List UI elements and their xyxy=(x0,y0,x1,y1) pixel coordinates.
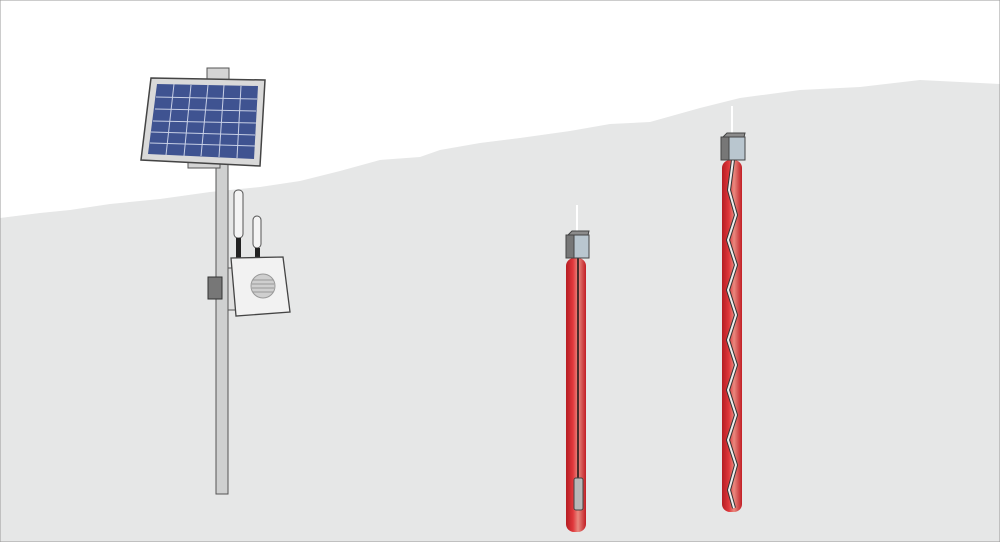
solar-panel-icon xyxy=(140,77,266,167)
mounting-pole xyxy=(187,67,230,495)
well-cap-icon xyxy=(720,132,746,161)
well-casing-icon xyxy=(722,160,742,512)
shallow-well xyxy=(565,205,590,532)
pressure-sensor-icon xyxy=(573,477,584,511)
well-casing-icon xyxy=(566,258,586,532)
ground xyxy=(0,80,1000,542)
deep-well xyxy=(720,106,746,512)
data-logger-icon xyxy=(207,189,291,317)
well-cap-icon xyxy=(565,230,590,259)
